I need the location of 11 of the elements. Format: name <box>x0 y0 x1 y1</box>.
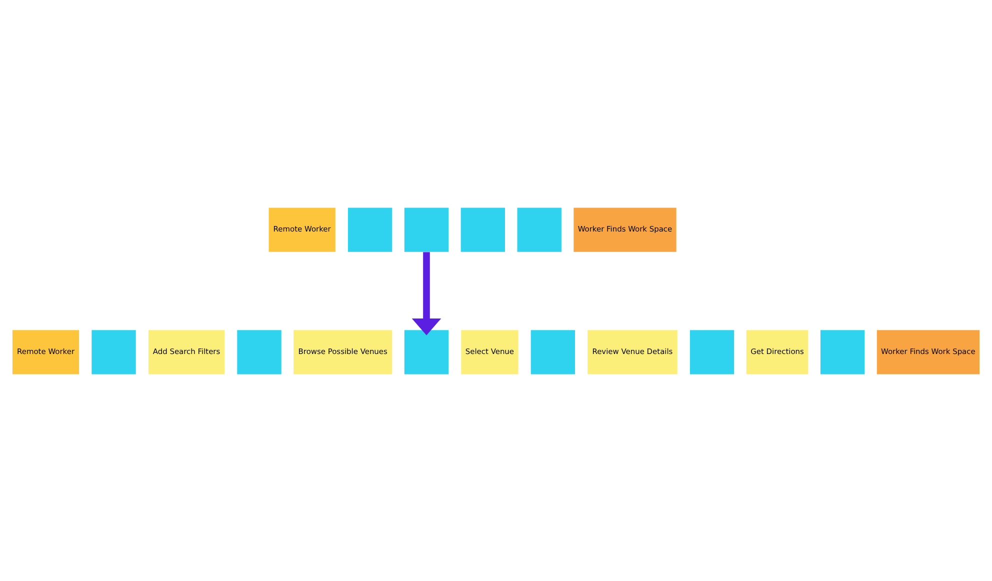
node-box <box>404 207 449 252</box>
arrow <box>412 252 442 335</box>
node-box <box>690 330 734 374</box>
node-box <box>92 330 136 374</box>
node-box <box>530 330 576 374</box>
node-box <box>348 207 392 252</box>
node-box <box>517 207 562 252</box>
node-box <box>237 330 282 374</box>
node-box <box>460 207 505 252</box>
node-box <box>404 330 449 374</box>
node-box <box>820 330 865 374</box>
